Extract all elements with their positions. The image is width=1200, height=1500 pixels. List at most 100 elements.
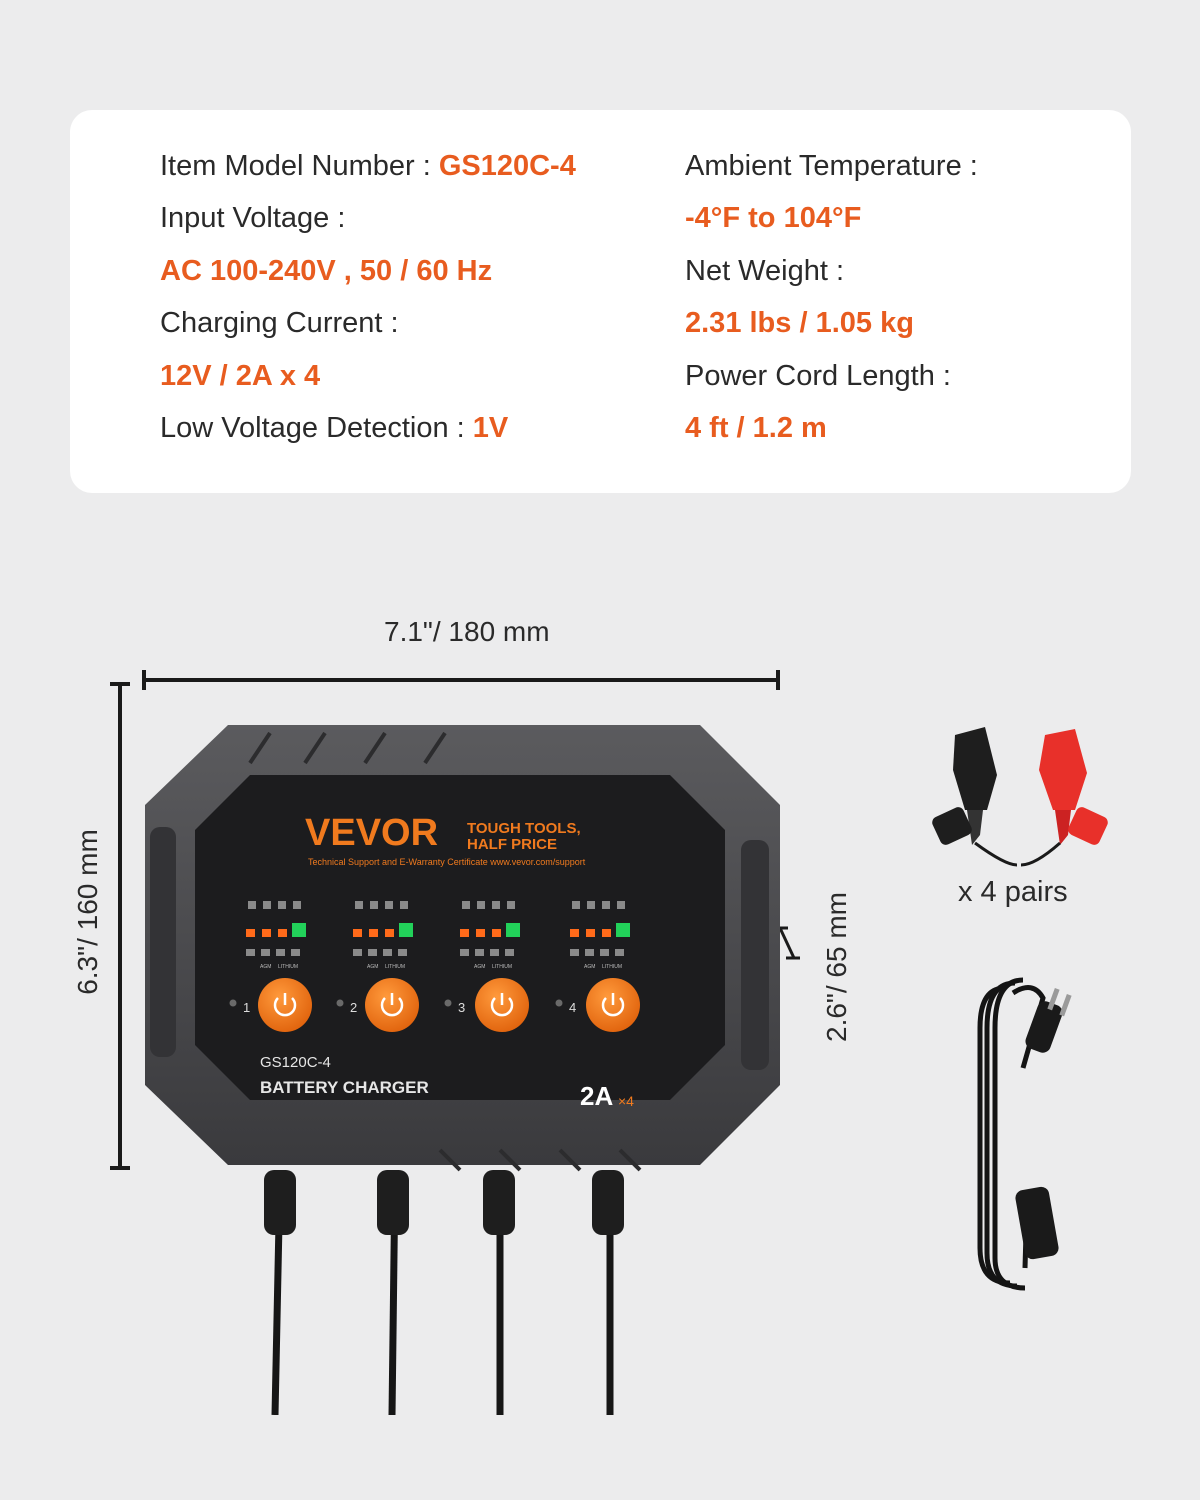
- spec-low-voltage: Low Voltage Detection : 1V: [160, 410, 508, 446]
- battery-type-icon: [505, 949, 514, 956]
- battery-type-icon: [398, 949, 407, 956]
- led-orange: [262, 929, 271, 937]
- power-button-4[interactable]: 4: [555, 978, 641, 1032]
- led-orange: [460, 929, 469, 937]
- rating-text: 2A: [580, 1081, 613, 1111]
- mode-icon: [293, 901, 301, 909]
- spec-ambient-temp-label: Ambient Temperature :: [685, 150, 978, 182]
- led-orange: [492, 929, 501, 937]
- led-orange: [570, 929, 579, 937]
- mode-icon: [370, 901, 378, 909]
- channel-dot: [555, 999, 563, 1007]
- clamps-caption: x 4 pairs: [958, 876, 1068, 908]
- red-clamp: [1020, 729, 1108, 867]
- spec-ambient-temp-value: -4°F to 104°F: [685, 202, 862, 234]
- spec-cord-length-value: 4 ft / 1.2 m: [685, 412, 827, 444]
- indicator-group-4: AGM LITHIUM: [570, 901, 630, 970]
- battery-type-icon: [475, 949, 484, 956]
- spec-model-label: Item Model Number :: [160, 150, 431, 182]
- mode-icon: [602, 901, 610, 909]
- led-orange: [278, 929, 287, 937]
- battery-type-icon: [261, 949, 270, 956]
- spec-low-voltage-value: 1V: [472, 412, 509, 444]
- led-orange: [602, 929, 611, 937]
- lithium-label: LITHIUM: [602, 964, 622, 970]
- dimension-width-line: [142, 670, 780, 690]
- channel-number: 4: [569, 1000, 576, 1015]
- device-model-text: GS120C-4: [260, 1054, 331, 1071]
- led-green: [506, 923, 520, 937]
- spec-net-weight-label: Net Weight :: [685, 255, 845, 287]
- mode-icon: [385, 901, 393, 909]
- spec-low-voltage-label: Low Voltage Detection :: [160, 412, 465, 444]
- power-button-1[interactable]: 1: [229, 978, 313, 1032]
- support-text: Technical Support and E-Warranty Certifi…: [308, 857, 586, 867]
- mode-icon: [278, 901, 286, 909]
- brand-tagline-2: HALF PRICE: [467, 836, 557, 853]
- indicator-group-1: AGM LITHIUM: [246, 901, 306, 970]
- power-cord-illustration: [977, 977, 1072, 1291]
- lithium-label: LITHIUM: [278, 964, 298, 970]
- spec-cord-length-label: Power Cord Length :: [685, 360, 951, 392]
- battery-type-icon: [460, 949, 469, 956]
- cable-strain-reliefs: [264, 1170, 624, 1235]
- spec-model-value: GS120C-4: [438, 150, 576, 182]
- battery-clamps-illustration: [932, 727, 1108, 867]
- dimension-height-label: 6.3"/ 160 mm: [72, 829, 103, 995]
- channel-number: 2: [350, 1000, 357, 1015]
- agm-label: AGM: [474, 964, 485, 970]
- charger-illustration: VEVOR TOUGH TOOLS, HALF PRICE Technical …: [145, 725, 780, 1415]
- led-orange: [586, 929, 595, 937]
- lithium-label: LITHIUM: [492, 964, 512, 970]
- output-cables: [271, 1174, 614, 1415]
- mode-icon: [617, 901, 625, 909]
- mode-icon: [263, 901, 271, 909]
- spec-input-voltage-label: Input Voltage :: [160, 202, 346, 234]
- indicator-group-3: AGM LITHIUM: [460, 901, 520, 970]
- channel-number: 1: [243, 1000, 250, 1015]
- led-orange: [353, 929, 362, 937]
- battery-type-icon: [353, 949, 362, 956]
- power-icon: [380, 997, 404, 1017]
- mode-icon: [248, 901, 256, 909]
- mode-icon: [492, 901, 500, 909]
- mode-icon: [572, 901, 580, 909]
- battery-type-icon: [246, 949, 255, 956]
- led-green: [292, 923, 306, 937]
- appliance-connector: [1015, 1186, 1059, 1260]
- spec-charging-current-value: 12V / 2A x 4: [160, 360, 321, 392]
- power-button-3[interactable]: 3: [444, 978, 530, 1032]
- spec-input-voltage-value: AC 100-240V , 50 / 60 Hz: [160, 255, 493, 287]
- battery-type-icon: [291, 949, 300, 956]
- channel-dot: [336, 999, 344, 1007]
- power-icon: [601, 997, 625, 1017]
- brand-logo: VEVOR: [305, 812, 438, 854]
- dimension-depth-label: 2.6"/ 65 mm: [821, 892, 852, 1042]
- channel-dot: [229, 999, 237, 1007]
- led-orange: [385, 929, 394, 937]
- rating-suffix-text: ×4: [618, 1093, 634, 1109]
- channel-dot: [444, 999, 452, 1007]
- dimension-width-label: 7.1"/ 180 mm: [384, 616, 550, 647]
- led-orange: [246, 929, 255, 937]
- brand-tagline-1: TOUGH TOOLS,: [467, 820, 581, 837]
- mode-icon: [462, 901, 470, 909]
- mode-icon: [477, 901, 485, 909]
- battery-type-icon: [368, 949, 377, 956]
- power-button-2[interactable]: 2: [336, 978, 420, 1032]
- agm-label: AGM: [584, 964, 595, 970]
- spec-net-weight-value: 2.31 lbs / 1.05 kg: [685, 307, 914, 339]
- plug-head: [1025, 987, 1072, 1053]
- battery-type-icon: [585, 949, 594, 956]
- agm-label: AGM: [260, 964, 271, 970]
- led-orange: [369, 929, 378, 937]
- power-icon: [490, 997, 514, 1017]
- battery-type-icon: [383, 949, 392, 956]
- spec-card: Item Model Number : GS120C-4 Input Volta…: [70, 110, 1131, 493]
- channel-number: 3: [458, 1000, 465, 1015]
- dimension-height-line: [110, 682, 130, 1170]
- mode-icon: [507, 901, 515, 909]
- led-orange: [476, 929, 485, 937]
- spec-model: Item Model Number : GS120C-4: [160, 148, 576, 184]
